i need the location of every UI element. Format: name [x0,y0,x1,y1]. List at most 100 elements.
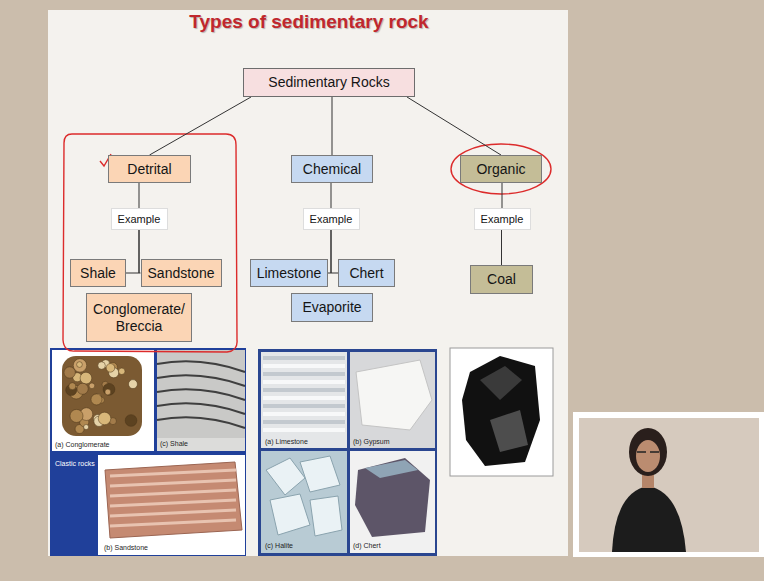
caption-ground [157,438,245,451]
pebble [77,362,83,368]
photo-tile [450,348,553,476]
rock-photo [105,462,242,538]
connector-line [150,97,252,155]
rock-type-box: Shale [70,259,126,287]
presenter-glasses [637,451,659,453]
connector-line [501,230,502,265]
pebble [84,425,89,430]
pebble [106,364,115,373]
video-frame [573,412,764,557]
rock-type-box: Limestone [250,259,328,287]
rock-photo [355,458,430,537]
node-label: Coal [487,271,516,287]
photo-tile [350,451,435,553]
rock-stripe [110,480,236,486]
rock-band [263,420,345,424]
pebble [80,372,92,384]
node-label: Example [481,213,524,226]
rock-type-box: Chemical [291,155,373,183]
annotation-circle [451,144,551,194]
rock-type-box: Organic [460,155,542,183]
rock-facet [490,410,528,452]
rock-band [263,404,345,408]
rock-band [263,388,345,392]
photo-caption: (a) Limestone [265,438,308,446]
rock-band [263,380,345,384]
rock-type-box: Conglomerate/ Breccia [86,293,192,342]
photo-caption: (d) Chert [353,542,381,550]
shale-layer [157,417,245,428]
rock-type-box: Detrital [108,155,191,183]
pebble [70,409,83,422]
pebble [98,412,111,425]
rock-stripe [110,500,236,506]
pebble [91,394,102,405]
rock-type-box: Evaporite [291,293,373,322]
rock-type-box: Sandstone [141,259,222,287]
annotation-loop [63,134,237,352]
diagram-title: Types of sedimentary rock [109,11,509,33]
presenter-hair [629,428,667,476]
photo-tile [157,350,245,451]
node-label: Example [118,213,161,226]
rock-band [263,396,345,400]
node-label: Sandstone [148,265,215,281]
shale-layer [157,403,245,414]
node-label: Detrital [127,161,171,177]
node-label: Conglomerate/ Breccia [92,301,186,333]
crystal [270,494,310,535]
node-label: Limestone [257,265,322,281]
connector-line [139,183,140,208]
pebble [77,383,88,394]
rock-band [263,428,345,432]
pebble [128,380,137,389]
crystal [310,496,342,536]
rock-photo [62,356,142,436]
rock-band [263,364,345,368]
connector-line [502,183,503,208]
node-label: Example [310,213,353,226]
shale-layer [157,375,245,386]
crystal [266,458,305,495]
video-background [579,418,759,552]
node-label: Chemical [303,161,361,177]
example-box: Example [474,208,531,230]
rock-stripe [110,510,236,516]
example-box: Example [303,208,360,230]
photo-tile [261,352,347,448]
photo-tile [98,455,245,555]
pebble [73,359,86,372]
node-label: Organic [476,161,525,177]
connector-line [407,97,501,155]
pebble [98,362,106,370]
pebble [119,368,125,374]
shale-layer [157,389,245,400]
rock-facet [480,366,522,400]
connector-line [331,230,338,273]
rock-type-box: Coal [470,265,533,294]
rock-band [263,372,345,376]
rock-stripe [110,470,236,476]
photo-caption: (a) Conglomerate [55,441,109,449]
rock-highlight [365,460,418,478]
rock-photo [462,356,540,466]
pebble [89,383,95,389]
shale-layer [157,361,245,372]
photo-panel [258,349,437,556]
rock-type-box: Sedimentary Rocks [243,68,415,97]
photo-caption: (c) Halite [265,542,293,550]
photo-tile [52,350,154,451]
connector-line [332,97,333,155]
node-label: Sedimentary Rocks [268,74,389,90]
crystal [300,456,340,492]
node-label: Evaporite [302,299,361,315]
rock-photo [356,360,432,430]
presenter-face [636,440,660,472]
photo-panel [50,348,246,556]
slide-background [48,10,568,556]
pebble [105,389,111,395]
rock-band [263,356,345,360]
node-label: Shale [80,265,116,281]
connector-line [126,230,139,273]
